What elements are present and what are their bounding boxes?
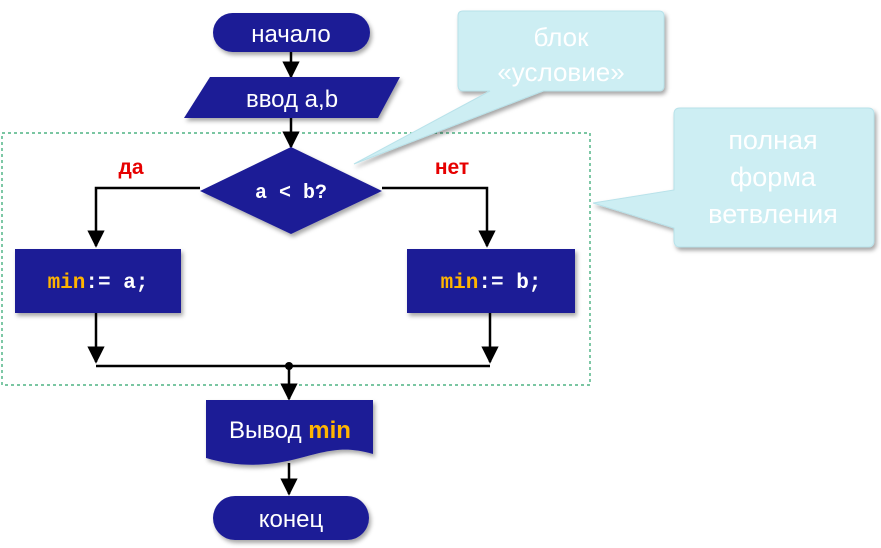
end-label: конец (259, 506, 324, 533)
yes-label: да (118, 156, 143, 179)
callout-full-branch (592, 107, 875, 248)
callout-condition-line1: блок (533, 22, 589, 52)
output-label: Вывод min (229, 417, 351, 444)
no-label: нет (435, 156, 469, 179)
callout-full-branch-line1: полная (728, 125, 817, 155)
output-keyword: min (308, 417, 351, 444)
left-assign-rest: := a; (85, 272, 148, 295)
no-branch-line (382, 186, 496, 248)
condition-label: a < b? (255, 182, 327, 205)
start-label: начало (251, 21, 331, 48)
merge-point (285, 362, 293, 370)
left-assign-keyword: min (48, 272, 86, 295)
condition-block (200, 147, 382, 234)
callout-full-branch-line2: форма (730, 162, 817, 192)
right-assign-rest: := b; (478, 272, 541, 295)
callout-condition-line2: «условие» (497, 57, 624, 87)
end-terminator (213, 496, 369, 540)
right-assign-block (407, 249, 575, 313)
callout-condition (353, 10, 665, 165)
input-label: ввод a,b (246, 86, 338, 113)
start-terminator (213, 13, 370, 52)
output-block (206, 400, 373, 465)
input-block (184, 77, 400, 118)
right-assign-label: min:= b; (441, 272, 542, 295)
right-assign-keyword: min (441, 272, 479, 295)
left-assign-label: min:= a; (48, 272, 149, 295)
callout-full-branch-line3: ветвления (708, 199, 838, 229)
yes-branch-line (87, 186, 200, 248)
left-assign-block (15, 249, 181, 313)
output-text: Вывод (229, 417, 308, 444)
